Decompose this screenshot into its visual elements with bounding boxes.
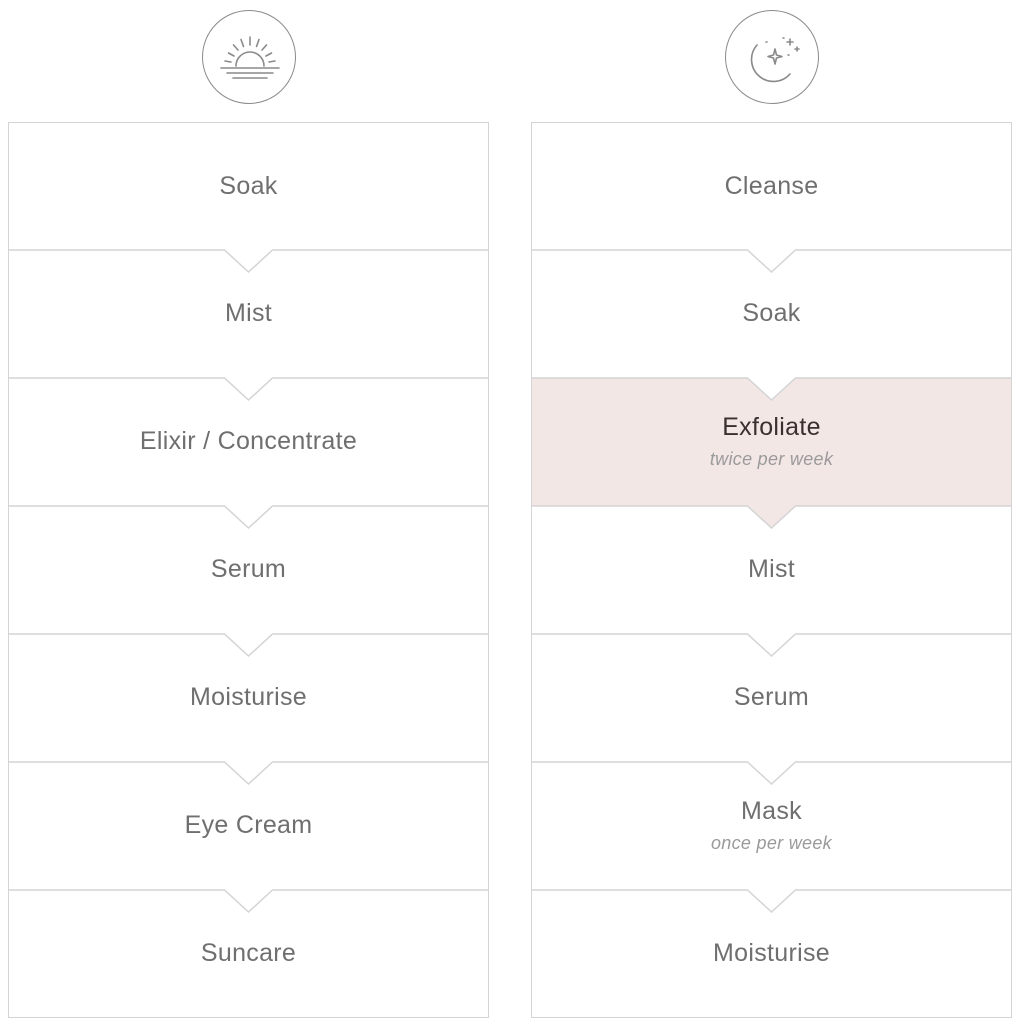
morning-step-7: Suncare [8, 890, 489, 1018]
step-label: Mist [224, 299, 273, 328]
evening-step-5: Serum [531, 634, 1012, 762]
evening-step-2: Soak [531, 250, 1012, 378]
moon-stars-icon-graphic [750, 37, 800, 83]
morning-step-2: Mist [8, 250, 489, 378]
morning-step-4: Serum [8, 506, 489, 634]
moon-stars-icon [725, 10, 819, 104]
sunrise-icon-graphic [220, 36, 280, 79]
evening-step-1: Cleanse [531, 122, 1012, 250]
evening-step-4: Mist [531, 506, 1012, 634]
step-label: Serum [733, 683, 810, 712]
morning-step-3: Elixir / Concentrate [8, 378, 489, 506]
step-label: Soak [219, 171, 278, 200]
sunrise-icon [202, 10, 296, 104]
step-frequency-note: twice per week [709, 449, 834, 470]
step-label: Suncare [200, 938, 297, 967]
step-label: Exfoliate [722, 412, 821, 441]
step-label: Cleanse [724, 171, 819, 200]
step-label: Moisturise [713, 938, 830, 967]
step-label: Elixir / Concentrate [139, 427, 358, 456]
step-label: Moisturise [190, 683, 307, 712]
evening-step-3: Exfoliate twice per week [531, 378, 1012, 506]
step-label: Eye Cream [184, 811, 313, 840]
step-frequency-note: once per week [711, 833, 832, 854]
morning-routine: Soak Mist Elixir / Concentrate Serum Moi… [8, 122, 489, 1018]
morning-step-5: Moisturise [8, 634, 489, 762]
step-label: Soak [742, 299, 801, 328]
step-label: Mist [747, 555, 796, 584]
evening-step-7: Moisturise [531, 890, 1012, 1018]
evening-step-6: Mask once per week [531, 762, 1012, 890]
morning-step-1: Soak [8, 122, 489, 250]
step-label: Serum [210, 555, 287, 584]
morning-step-6: Eye Cream [8, 762, 489, 890]
step-label: Mask [741, 796, 802, 825]
evening-routine: Cleanse Soak Exfoliate twice per week Mi… [531, 122, 1012, 1018]
